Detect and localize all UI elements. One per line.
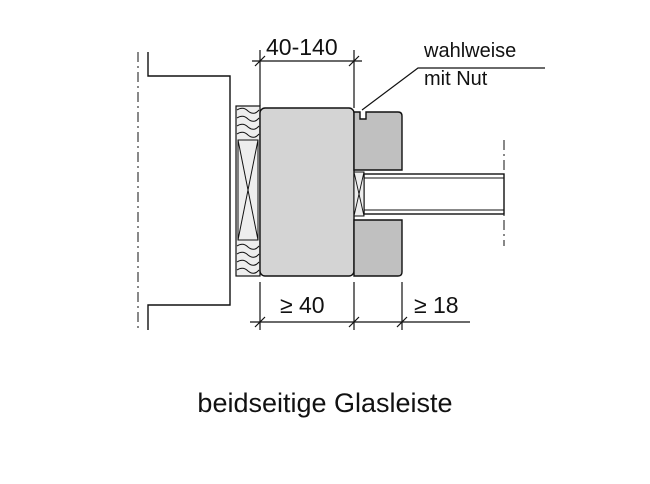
sealing-strip bbox=[353, 171, 365, 217]
dimension-label-bottom-left: ≥ 40 bbox=[280, 292, 325, 318]
dimension-top bbox=[252, 50, 362, 108]
dimension-bottom bbox=[250, 282, 470, 330]
wall-outline bbox=[147, 52, 231, 330]
glass-bead-upper bbox=[353, 111, 403, 171]
note-leader bbox=[361, 67, 545, 111]
glass-pane bbox=[363, 140, 505, 246]
glass-bead-lower bbox=[353, 219, 403, 277]
figure-caption: beidseitige Glasleiste bbox=[197, 388, 453, 418]
groove-note-line1: wahlweise bbox=[424, 40, 517, 62]
insulation-strip bbox=[235, 105, 261, 277]
dimension-label-bottom-right: ≥ 18 bbox=[414, 292, 459, 318]
groove-note-line2: mit Nut bbox=[424, 68, 488, 90]
frame-block bbox=[259, 107, 355, 277]
dimension-label-top: 40-140 bbox=[266, 34, 338, 60]
